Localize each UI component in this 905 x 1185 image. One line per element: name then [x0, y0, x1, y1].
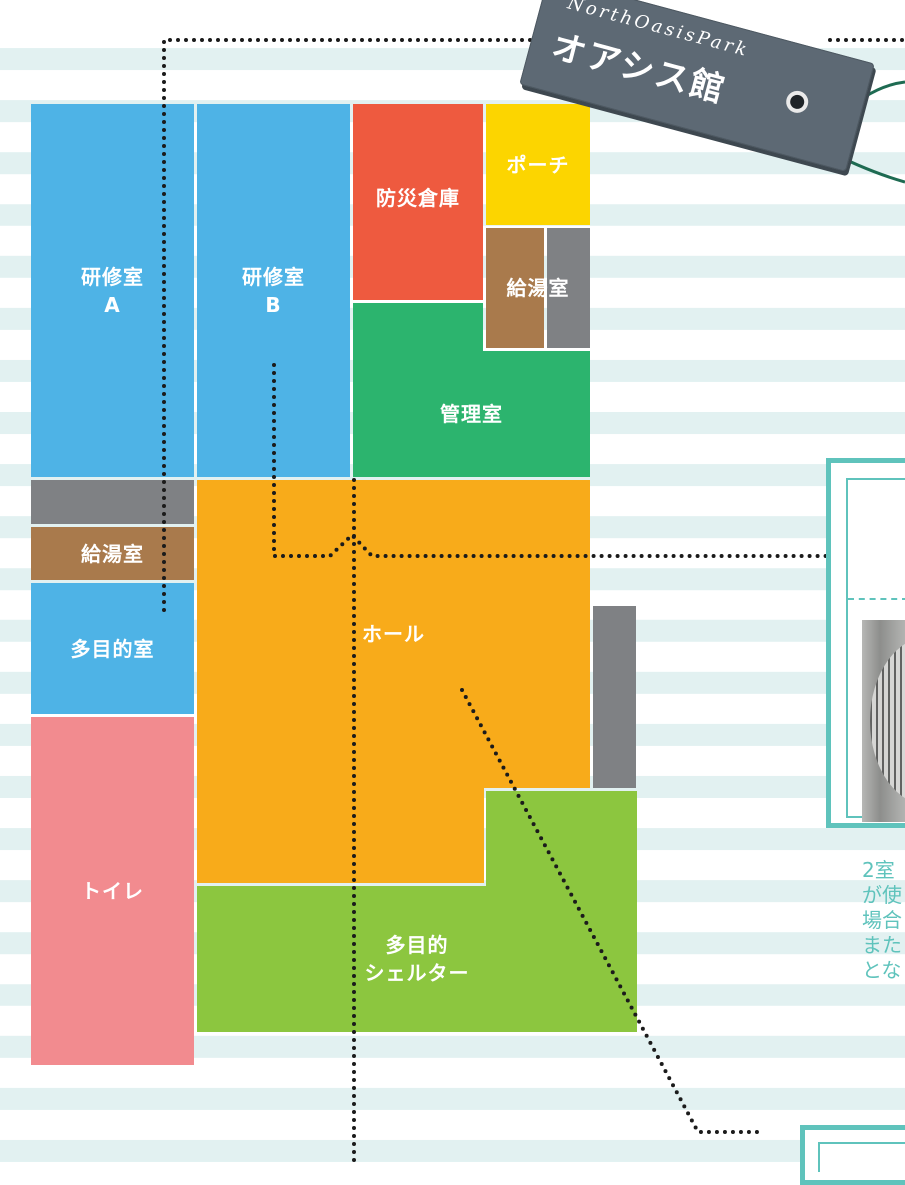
info-panel-line: が使 [862, 883, 902, 907]
corridor-gray [31, 480, 194, 524]
room-toilet: トイレ [31, 717, 194, 1065]
room-kyuto-left-label: 給湯室 [81, 541, 144, 566]
tag-eyelet-icon [783, 88, 811, 116]
room-toilet-label: トイレ [81, 879, 144, 903]
room-porch: ポーチ [486, 104, 590, 225]
room-kyuto-left: 給湯室 [31, 527, 194, 580]
room-hall-lower [197, 788, 484, 883]
info-panel-divider [848, 598, 905, 600]
room-kyuto-top-caption: 給湯室 [486, 228, 590, 348]
photo-wall [870, 636, 905, 806]
room-tamokuteki-label: 多目的室 [70, 636, 155, 661]
room-shelter: 多目的 シェルター [197, 886, 637, 1032]
room-shelter-label: 多目的 シェルター [364, 933, 470, 985]
info-panel-text: 2室 が使 場合 また とな [862, 858, 905, 1018]
room-shelter-upper [486, 791, 637, 886]
room-hall-label: ホール [362, 622, 425, 646]
room-bousai-souko: 防災倉庫 [353, 104, 483, 300]
info-panel-line: また [862, 933, 902, 957]
room-kenshu-a-label: 研修室 A [81, 264, 144, 317]
room-porch-label: ポーチ [506, 152, 570, 177]
room-kenshu-b-label: 研修室 B [242, 264, 305, 317]
room-kenshu-a: 研修室 A [31, 104, 194, 477]
room-kanri: 管理室 [353, 351, 590, 477]
room-kenshu-b: 研修室 B [197, 104, 350, 477]
room-tamokuteki: 多目的室 [31, 583, 194, 714]
room-hall: ホール [197, 480, 590, 788]
info-panel-line: 2室 [862, 858, 895, 882]
info-panel-bottom-inner [818, 1142, 905, 1172]
room-bousai-souko-label: 防災倉庫 [376, 186, 460, 210]
room-kanri-label: 管理室 [440, 402, 503, 426]
info-panel-photo [862, 620, 905, 822]
info-panel-line: 場合 [862, 908, 902, 932]
info-panel-line: とな [862, 958, 902, 982]
side-gray-block [593, 606, 636, 788]
room-kyuto-top-label: 給湯室 [506, 276, 570, 300]
